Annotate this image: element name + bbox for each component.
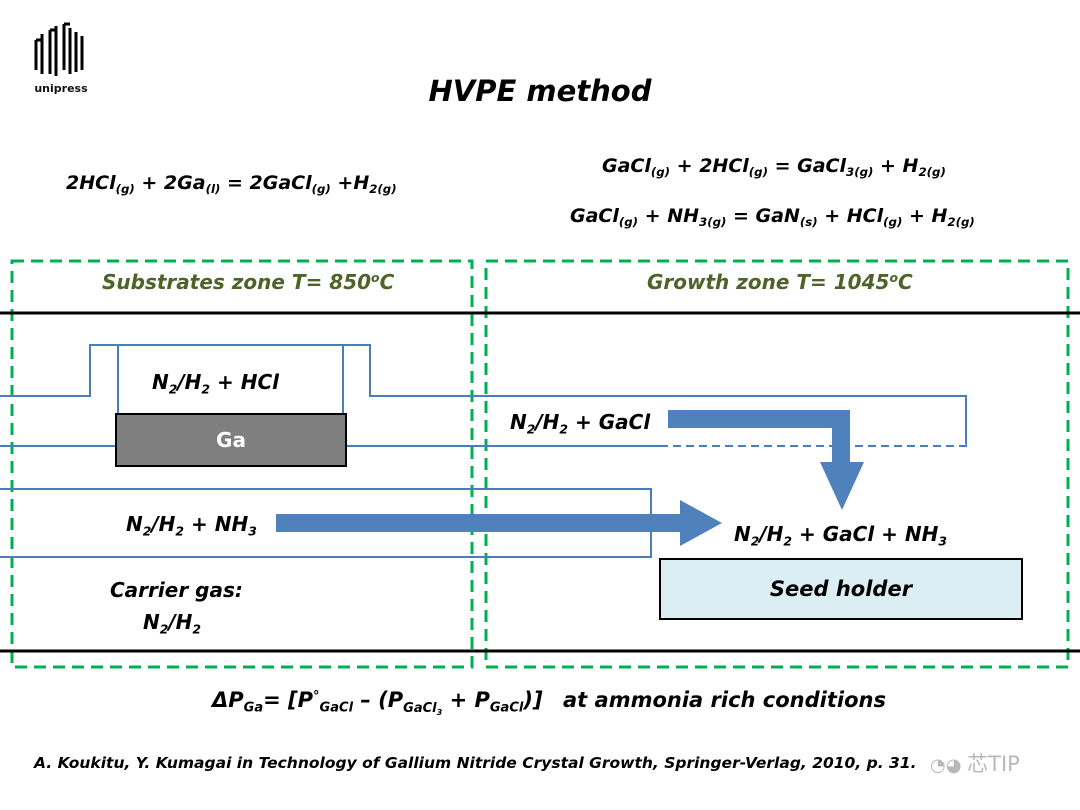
hcl-tube: [0, 344, 967, 447]
nh3-arrow: [276, 500, 722, 546]
formula-note: at ammonia rich conditions: [563, 688, 886, 712]
substrates-zone-label: Substrates zone T= 850oC: [102, 270, 395, 294]
supersaturation-formula: ΔPGa= [P°GaCl – (PGaCl3 + PGaCl)]: [212, 688, 543, 717]
substrates-zone-border: [10, 259, 474, 669]
gacl-arrow: [668, 410, 864, 510]
hcl-flow-label: N2/H2 + HCl: [152, 370, 280, 397]
growth-zone-border: [484, 259, 1070, 669]
seed-holder-label: Seed holder: [769, 577, 913, 601]
gacl-flow-label: N2/H2 + GaCl: [510, 410, 651, 437]
mixed-flow-label: N2/H2 + GaCl + NH3: [734, 522, 947, 549]
carrier-gas-label: Carrier gas:: [110, 578, 243, 602]
equation-right-2: GaCl(g) + NH3(g) = GaN(s) + HCl(g) + H2(…: [570, 205, 975, 230]
gallium-source-box: Ga: [115, 413, 347, 467]
watermark: ◔◕ 芯TIP: [930, 752, 1020, 776]
gallium-label: Ga: [216, 428, 246, 452]
logo-text: unipress: [34, 82, 88, 95]
seed-holder-box: Seed holder: [659, 558, 1023, 620]
reference-citation: A. Koukitu, Y. Kumagai in Technology of …: [34, 754, 917, 772]
carrier-gas-formula: N2/H2: [143, 610, 202, 637]
wechat-icon: ◔◕: [930, 755, 968, 776]
growth-zone-label: Growth zone T= 1045oC: [647, 270, 913, 294]
unipress-logo: [34, 22, 84, 76]
page-title: HVPE method: [428, 74, 652, 108]
nh3-flow-label: N2/H2 + NH3: [126, 512, 257, 539]
equation-left: 2HCl(g) + 2Ga(l) = 2GaCl(g) +H2(g): [66, 172, 397, 197]
equation-right-1: GaCl(g) + 2HCl(g) = GaCl3(g) + H2(g): [602, 155, 946, 180]
